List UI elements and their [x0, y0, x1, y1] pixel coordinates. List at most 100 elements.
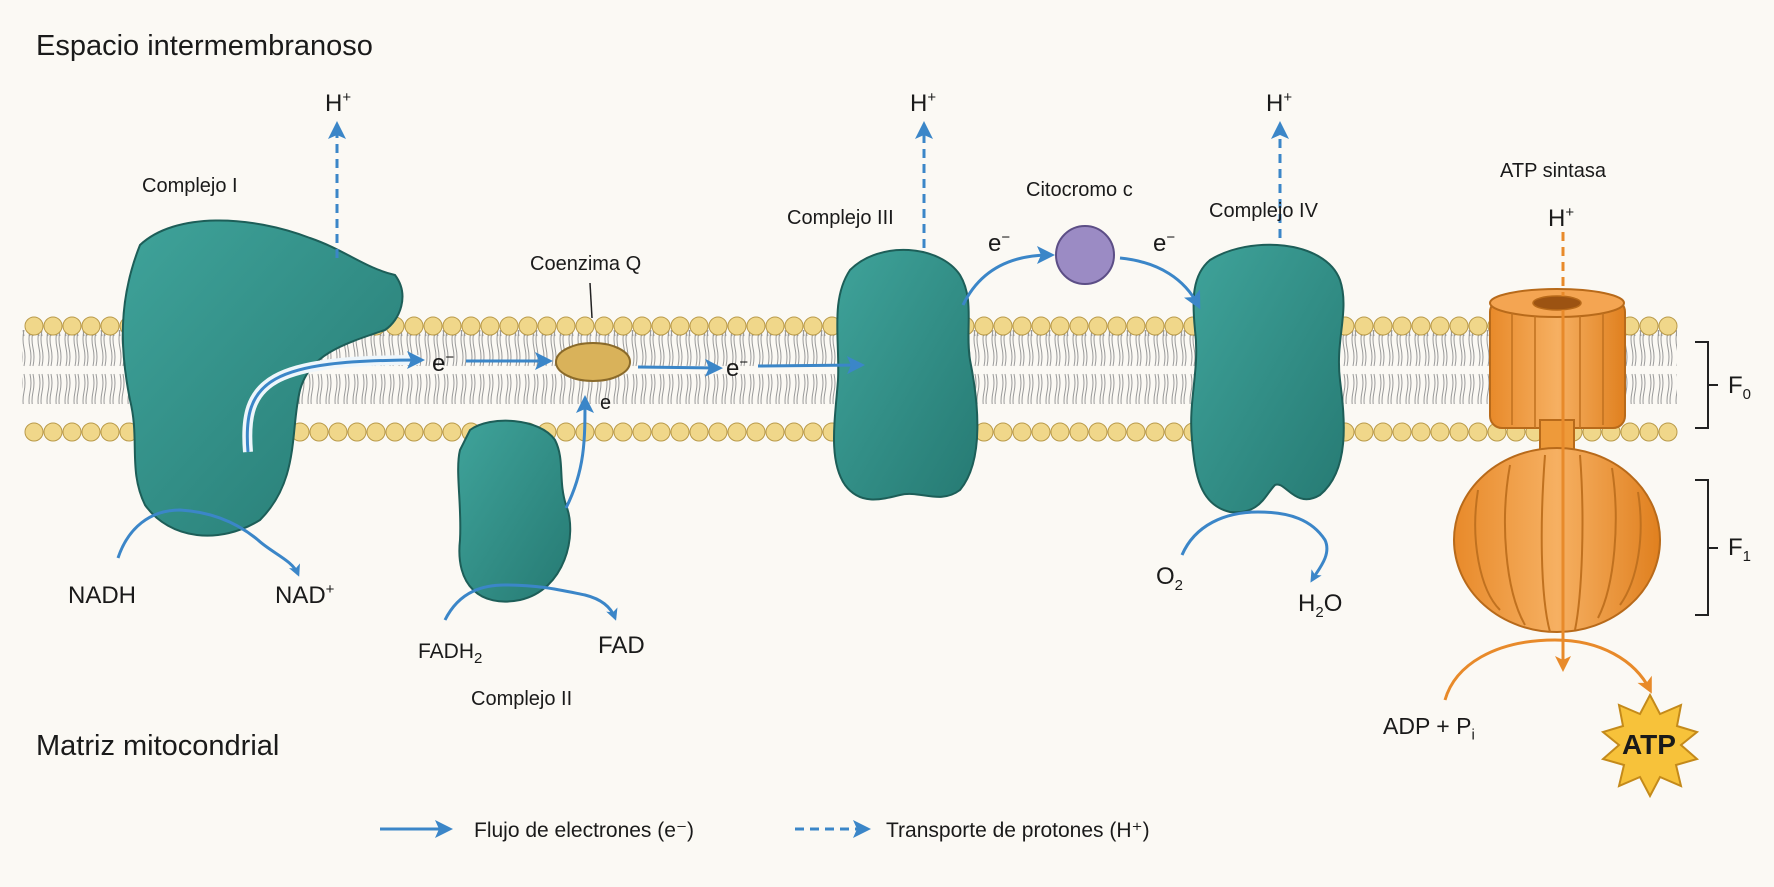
lipid-head [594, 422, 614, 442]
lipid-head [1164, 316, 1184, 336]
water-label: H2O [1298, 590, 1343, 621]
lipid-head [442, 316, 462, 336]
lipid-head [727, 422, 747, 442]
lipid-head [100, 316, 120, 336]
lipid-head [556, 316, 576, 336]
lipid-head [1069, 316, 1089, 336]
lipid-head [1088, 316, 1108, 336]
lipid-head [575, 316, 595, 336]
lipid-head [594, 316, 614, 336]
matrix-label: Matriz mitocondrial [36, 730, 280, 762]
electron-arrow-to-complex-iii [757, 356, 865, 375]
subscript: 2 [1315, 603, 1324, 621]
electron-label-2: e− [726, 355, 748, 383]
coenzyme-q-shape [555, 342, 631, 382]
electron-arrow-complex-ii-to-coq [564, 395, 594, 509]
lipid-head [1031, 316, 1051, 336]
subscript: 1 [1742, 547, 1752, 565]
atp-synthase [1453, 288, 1661, 633]
subscript: i [1471, 726, 1475, 744]
h-symbol: H [1266, 90, 1284, 117]
fadh-text: FADH [418, 640, 475, 663]
lipid-head [708, 422, 728, 442]
lipid-head [1012, 316, 1032, 336]
minus-sign: − [445, 349, 455, 366]
lipid-head [993, 316, 1013, 336]
intermembrane-space-label: Espacio intermembranoso [36, 30, 373, 62]
lipid-head [62, 316, 82, 336]
complex-ii-shape [457, 419, 572, 603]
f-text: F [1728, 372, 1743, 399]
complex-ii-label: Complejo II [471, 688, 573, 710]
o-text: O [1323, 590, 1343, 617]
lipid-head [404, 316, 424, 336]
electron-label-1: e− [432, 350, 454, 378]
plus-sign: + [927, 89, 937, 106]
lipid-head [1145, 422, 1165, 442]
subscript: 2 [1174, 576, 1184, 594]
legend-electron-flow-label: Flujo de electrones (e⁻) [474, 819, 695, 842]
plus-sign: + [325, 581, 335, 598]
electron-arrow-coq-out [637, 358, 723, 377]
lipid-head [309, 422, 329, 442]
lipid-head [328, 422, 348, 442]
electron-label-to-cytc: e− [988, 230, 1010, 258]
lipid-head [803, 316, 823, 336]
lipid-head [803, 422, 823, 442]
minus-sign: − [1166, 229, 1176, 246]
lipid-head [24, 316, 44, 336]
o-text: O [1156, 563, 1175, 590]
atp-star-shape [1600, 692, 1700, 799]
f0-bracket [1695, 341, 1718, 429]
lipid-head [1449, 316, 1469, 336]
lipid-head [784, 316, 804, 336]
lipid-head [404, 422, 424, 442]
lipid-head [1354, 316, 1374, 336]
lipid-head [1164, 422, 1184, 442]
h-symbol: H [325, 90, 343, 117]
lipid-head [1031, 422, 1051, 442]
lipid-head [974, 316, 994, 336]
adp-pi-label: ADP + Pi [1383, 713, 1475, 743]
lipid-head [1449, 422, 1469, 442]
adp-arrow [1443, 638, 1652, 701]
atp-label: ATP [1622, 729, 1676, 760]
lipid-head [1050, 316, 1070, 336]
atp-synthase-label: ATP sintasa [1500, 160, 1606, 182]
lipid-head [1012, 422, 1032, 442]
lipid-head [518, 316, 538, 336]
subscript: 0 [1742, 385, 1752, 403]
lipid-head [1392, 316, 1412, 336]
lipid-head [537, 316, 557, 336]
lipid-head [347, 422, 367, 442]
coenzyme-q-leader [589, 282, 593, 319]
lipid-head [62, 422, 82, 442]
proton-label-complex-iii: H+ [910, 90, 936, 118]
lipid-head [1373, 422, 1393, 442]
lipid-head [556, 422, 576, 442]
plus-sign: + [1283, 89, 1293, 106]
lipid-head [613, 422, 633, 442]
lipid-head [1050, 422, 1070, 442]
complex-i-label: Complejo I [142, 175, 238, 197]
minus-sign: − [739, 354, 749, 371]
e-symbol: e [1153, 230, 1167, 257]
lipid-head [993, 422, 1013, 442]
fad-label: FAD [598, 632, 645, 659]
h-symbol: H [1548, 205, 1566, 232]
lipid-head [1430, 422, 1450, 442]
lipid-head [1658, 316, 1678, 336]
lipid-head [670, 316, 690, 336]
lipid-head [499, 316, 519, 336]
complex-iv-label: Complejo IV [1209, 200, 1318, 222]
electron-label-from-cytc: e− [1153, 230, 1175, 258]
lipid-head [43, 316, 63, 336]
lipid-head [1107, 422, 1127, 442]
lipid-head [461, 316, 481, 336]
lipid-head [727, 316, 747, 336]
lipid-head [632, 316, 652, 336]
electron-label-complex-ii: e [600, 392, 611, 415]
lipid-head [651, 316, 671, 336]
nad-plus-label: NAD+ [275, 582, 334, 610]
legend-proton-transport-label: Transporte de protones (H⁺) [886, 819, 1150, 842]
